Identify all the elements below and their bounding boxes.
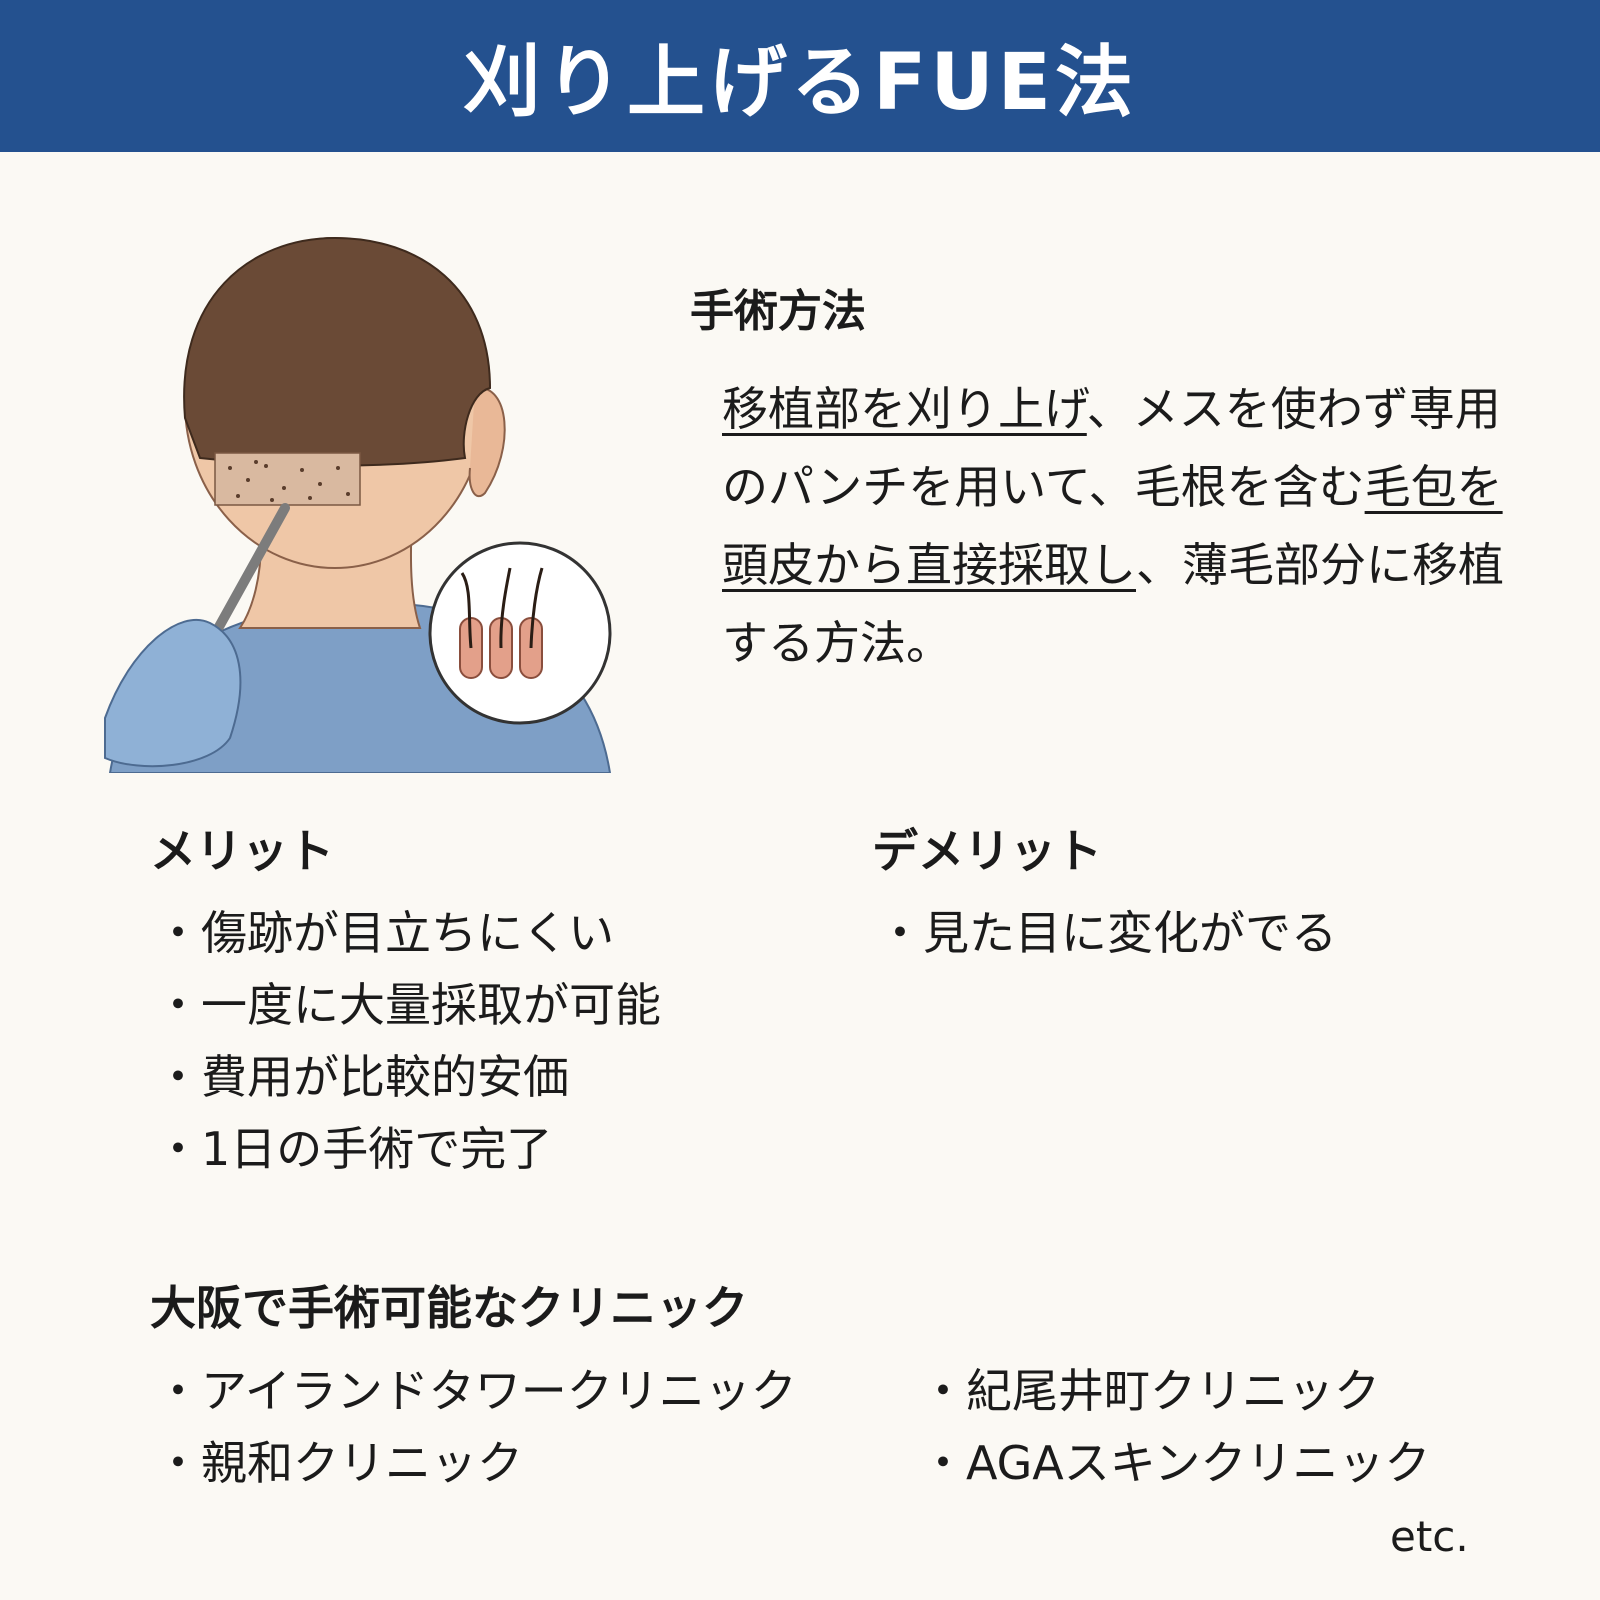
clinics-list-right: 紀尾井町クリニック AGAスキンクリニック (920, 1355, 1430, 1499)
method-text-underlined-2: 毛包を頭皮から直接採取し (722, 460, 1503, 592)
demerits-list: 見た目に変化がでる (877, 897, 1337, 969)
patient-ear (468, 386, 506, 498)
list-item: 傷跡が目立ちにくい (155, 897, 661, 969)
method-text-2: 、薄毛部分に移植する方法。 (722, 538, 1504, 670)
title-banner: 刈り上げるFUE法 (0, 0, 1600, 152)
hair-transplant-illustration (104, 236, 612, 773)
list-item: 費用が比較的安価 (155, 1041, 661, 1113)
etc-note: etc. (1390, 1512, 1469, 1561)
method-heading: 手術方法 (690, 286, 866, 337)
patient-hair (183, 236, 492, 467)
list-item: AGAスキンクリニック (920, 1427, 1430, 1499)
demerits-heading: デメリット (872, 824, 1102, 878)
page-title: 刈り上げるFUE法 (463, 38, 1137, 128)
clinics-list-left: アイランドタワークリニック 親和クリニック (155, 1355, 797, 1499)
list-item: 見た目に変化がでる (877, 897, 1337, 969)
list-item: アイランドタワークリニック (155, 1355, 797, 1427)
list-item: 紀尾井町クリニック (920, 1355, 1430, 1427)
merits-list: 傷跡が目立ちにくい 一度に大量採取が可能 費用が比較的安価 1日の手術で完了 (155, 897, 661, 1185)
list-item: 1日の手術で完了 (155, 1113, 661, 1185)
merits-heading: メリット (150, 824, 334, 878)
method-text-1: 、メスを使わず専用のパンチを用いて、毛根を含む (722, 382, 1501, 514)
method-description: 移植部を刈り上げ、メスを使わず専用のパンチを用いて、毛根を含む毛包を頭皮から直接… (722, 370, 1512, 682)
gloved-hand (104, 618, 242, 768)
list-item: 一度に大量採取が可能 (155, 969, 661, 1041)
list-item: 親和クリニック (155, 1427, 797, 1499)
method-text-underlined-1: 移植部を刈り上げ (722, 382, 1087, 436)
clinics-heading: 大阪で手術可能なクリニック (150, 1281, 748, 1335)
